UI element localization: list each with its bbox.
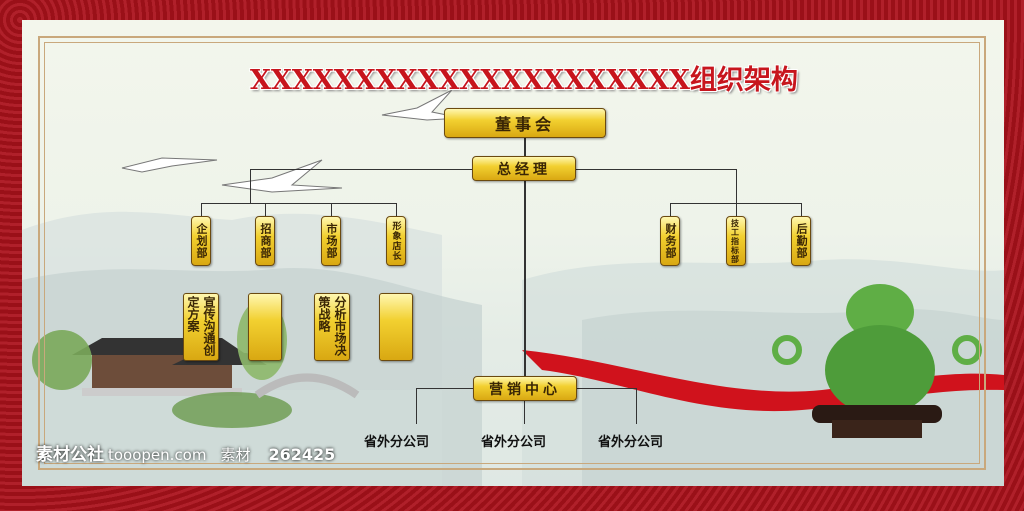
marketing-center-plaque: 营销中心 <box>473 376 577 401</box>
main-panel <box>22 20 1004 486</box>
connector <box>670 203 801 204</box>
jade-censer <box>772 284 982 438</box>
duty-box-market: 分析市场决策战略 <box>314 293 350 361</box>
duty-box-investment <box>248 293 282 361</box>
duty-box-planning: 宣传沟通创定方案 <box>183 293 219 361</box>
connector <box>736 203 737 217</box>
general-manager-plaque: 总经理 <box>472 156 576 181</box>
connector <box>636 388 637 424</box>
dept-investment: 招商部 <box>255 216 275 266</box>
connector <box>524 400 525 424</box>
landscape-art <box>22 89 1004 486</box>
connector <box>736 169 737 203</box>
watermark-brand: 素材公社 <box>36 445 104 465</box>
connector <box>396 203 397 217</box>
connector <box>576 388 636 389</box>
connector <box>201 203 397 204</box>
dept-finance: 财务部 <box>660 216 680 266</box>
dept-market: 市场部 <box>321 216 341 266</box>
connector <box>416 388 417 424</box>
connector <box>250 169 251 203</box>
connector <box>670 203 671 217</box>
connector <box>801 203 802 217</box>
connector <box>331 203 332 217</box>
board-plaque: 董事会 <box>444 108 606 138</box>
watermark-number: 262425 <box>268 445 336 464</box>
duty-box-image <box>379 293 413 361</box>
dept-logistics: 后勤部 <box>791 216 811 266</box>
dept-image-store: 形象店长 <box>386 216 406 266</box>
connector <box>250 169 475 170</box>
page-title: XXXXXXXXXXXXXXXXXXXXX组织架构 <box>250 65 798 96</box>
connector <box>524 180 526 390</box>
connector <box>575 169 737 170</box>
watermark-extra: 素材 <box>220 446 251 464</box>
connector <box>416 388 474 389</box>
connector <box>265 203 266 217</box>
dept-technical: 技工指标部 <box>726 216 746 266</box>
dept-planning: 企划部 <box>191 216 211 266</box>
branch-office: 省外分公司 <box>598 435 664 450</box>
branch-office: 省外分公司 <box>364 435 430 450</box>
connector <box>201 203 202 217</box>
watermark-site: tooopen.com <box>108 446 207 464</box>
branch-office: 省外分公司 <box>481 435 547 450</box>
connector <box>524 137 526 159</box>
